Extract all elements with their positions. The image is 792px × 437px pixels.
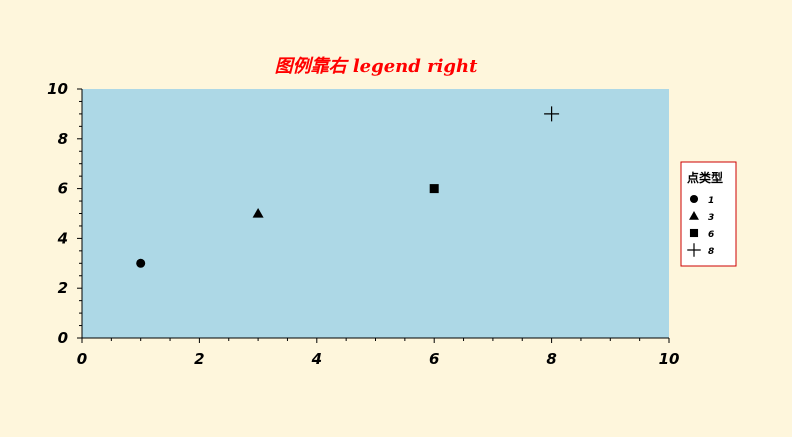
legend-box — [680, 161, 737, 267]
data-point-circle — [136, 258, 146, 268]
plot-area — [82, 89, 669, 338]
x-tick-label: 4 — [311, 350, 322, 368]
data-points — [136, 106, 560, 268]
chart-title: 图例靠右 legend right — [275, 56, 479, 77]
y-tick-label: 10 — [47, 80, 68, 98]
legend-marker-plus — [687, 243, 701, 257]
x-tick-label: 10 — [659, 350, 680, 368]
legend-items: 1 3 6 8 — [687, 194, 714, 257]
x-tick-label: 0 — [77, 350, 87, 368]
y-tick-label: 4 — [57, 229, 68, 247]
legend-item-label: 6 — [708, 230, 714, 240]
legend-marker-triangle — [689, 211, 699, 220]
legend-item-label: 8 — [708, 247, 714, 257]
data-point-square — [429, 184, 439, 194]
legend-item-label: 3 — [708, 213, 714, 223]
legend-item-label: 1 — [708, 196, 714, 206]
legend-title: 点类型 — [687, 170, 723, 185]
legend-marker-circle — [689, 194, 699, 204]
y-tick-label: 8 — [58, 130, 68, 148]
y-tick-label: 2 — [58, 279, 68, 297]
y-tick-label: 6 — [58, 180, 68, 198]
x-tick-label: 6 — [429, 350, 439, 368]
legend: 点类型 1 3 6 8 — [680, 161, 737, 267]
legend-marker-square — [689, 228, 699, 238]
axes: 0 2 4 6 8 10 0 2 4 6 8 10 — [47, 80, 679, 368]
x-tick-label: 8 — [546, 350, 556, 368]
x-tick-label: 2 — [194, 350, 204, 368]
y-tick-label: 0 — [58, 329, 68, 347]
data-point-triangle — [252, 208, 264, 218]
data-point-plus — [544, 106, 560, 122]
